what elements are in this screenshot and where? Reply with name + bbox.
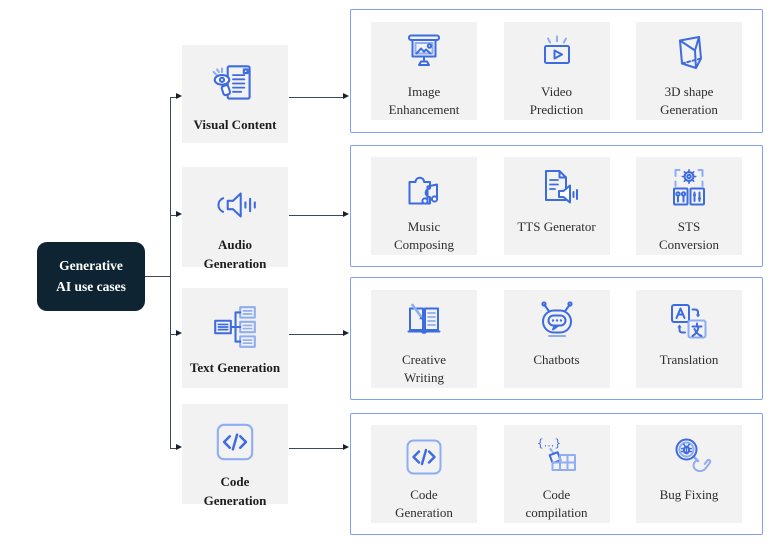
group-audio-generation: Music Composing TTS Generator	[350, 145, 763, 267]
card-chatbots-label: Chatbots	[533, 351, 580, 367]
arrow-to-audio-generation	[170, 210, 182, 219]
text-generation-icon	[210, 301, 260, 353]
category-text-generation: Text Generation	[182, 288, 288, 388]
trunk-line	[170, 97, 172, 448]
root-node: Generative AI use cases	[37, 242, 145, 311]
arrow-to-visual-content	[170, 92, 182, 101]
arrow-text-generation-to-group	[289, 329, 349, 338]
visual-content-icon	[210, 58, 260, 110]
category-audio-generation: Audio Generation	[182, 167, 288, 271]
translation-icon	[665, 297, 713, 347]
card-video-prediction-label: Video Prediction	[529, 84, 584, 118]
card-code-generation: Code Generation	[371, 425, 477, 523]
card-tts-generator-label: TTS Generator	[517, 219, 596, 234]
category-code-generation: Code Generation	[182, 404, 288, 508]
group-code-generation: Code Generation {...} Code compilation	[350, 413, 763, 535]
card-music-composing-label: Music Composing	[394, 219, 454, 253]
music-composing-icon	[400, 164, 448, 214]
category-visual-content: Visual Content	[182, 45, 288, 143]
audio-generation-icon	[210, 180, 260, 230]
category-audio-generation-label: Audio Generation	[203, 237, 267, 271]
category-text-generation-label: Text Generation	[189, 360, 281, 375]
root-label-line2: AI use cases	[56, 278, 126, 294]
card-code-compilation: {...} Code compilation	[503, 425, 610, 523]
3d-shape-generation-icon	[665, 29, 713, 79]
card-creative-writing-label: Creative Writing	[401, 351, 447, 385]
arrow-visual-content-to-group	[289, 92, 349, 101]
code-generation-icon	[210, 417, 260, 467]
card-tts-generator: TTS Generator	[503, 157, 610, 255]
category-visual-content-label: Visual Content	[193, 117, 277, 132]
card-sts-conversion: STS Conversion	[636, 157, 742, 255]
card-bug-fixing: Bug Fixing	[636, 425, 742, 523]
card-translation-label: Translation	[659, 351, 719, 367]
arrow-to-text-generation	[170, 329, 182, 338]
card-code-compilation-label: Code compilation	[525, 487, 588, 521]
group-text-generation: Creative Writing Chatbots	[350, 277, 763, 400]
image-enhancement-icon	[400, 29, 448, 79]
category-code-generation-label: Code Generation	[203, 474, 267, 508]
card-sts-conversion-label: STS Conversion	[659, 219, 719, 253]
chatbots-icon	[533, 297, 581, 347]
card-music-composing: Music Composing	[371, 157, 477, 255]
sts-conversion-icon	[665, 164, 713, 214]
card-3d-shape-generation-label: 3D shape Generation	[660, 84, 718, 118]
bug-fixing-icon	[665, 432, 713, 482]
creative-writing-icon	[400, 297, 448, 347]
arrow-code-generation-to-group	[289, 443, 349, 452]
card-video-prediction: Video Prediction	[503, 22, 610, 120]
code-generation-icon	[400, 432, 448, 482]
code-compilation-icon: {...}	[533, 432, 581, 482]
card-3d-shape-generation: 3D shape Generation	[636, 22, 742, 120]
arrow-to-code-generation	[170, 443, 182, 452]
card-bug-fixing-label: Bug Fixing	[659, 487, 719, 502]
card-chatbots: Chatbots	[503, 289, 610, 388]
card-code-generation-label: Code Generation	[395, 487, 453, 521]
card-image-enhancement-label: Image Enhancement	[388, 84, 460, 118]
video-prediction-icon	[533, 29, 581, 79]
card-image-enhancement: Image Enhancement	[371, 22, 477, 120]
tts-generator-icon	[533, 164, 581, 214]
svg-text:{...}: {...}	[536, 437, 561, 450]
root-connector-line	[145, 276, 170, 278]
group-visual-content: Image Enhancement Video Prediction 3D	[350, 9, 763, 133]
arrow-audio-generation-to-group	[289, 210, 349, 219]
root-label-line1: Generative	[59, 258, 123, 274]
card-creative-writing: Creative Writing	[371, 289, 477, 388]
card-translation: Translation	[636, 289, 742, 388]
